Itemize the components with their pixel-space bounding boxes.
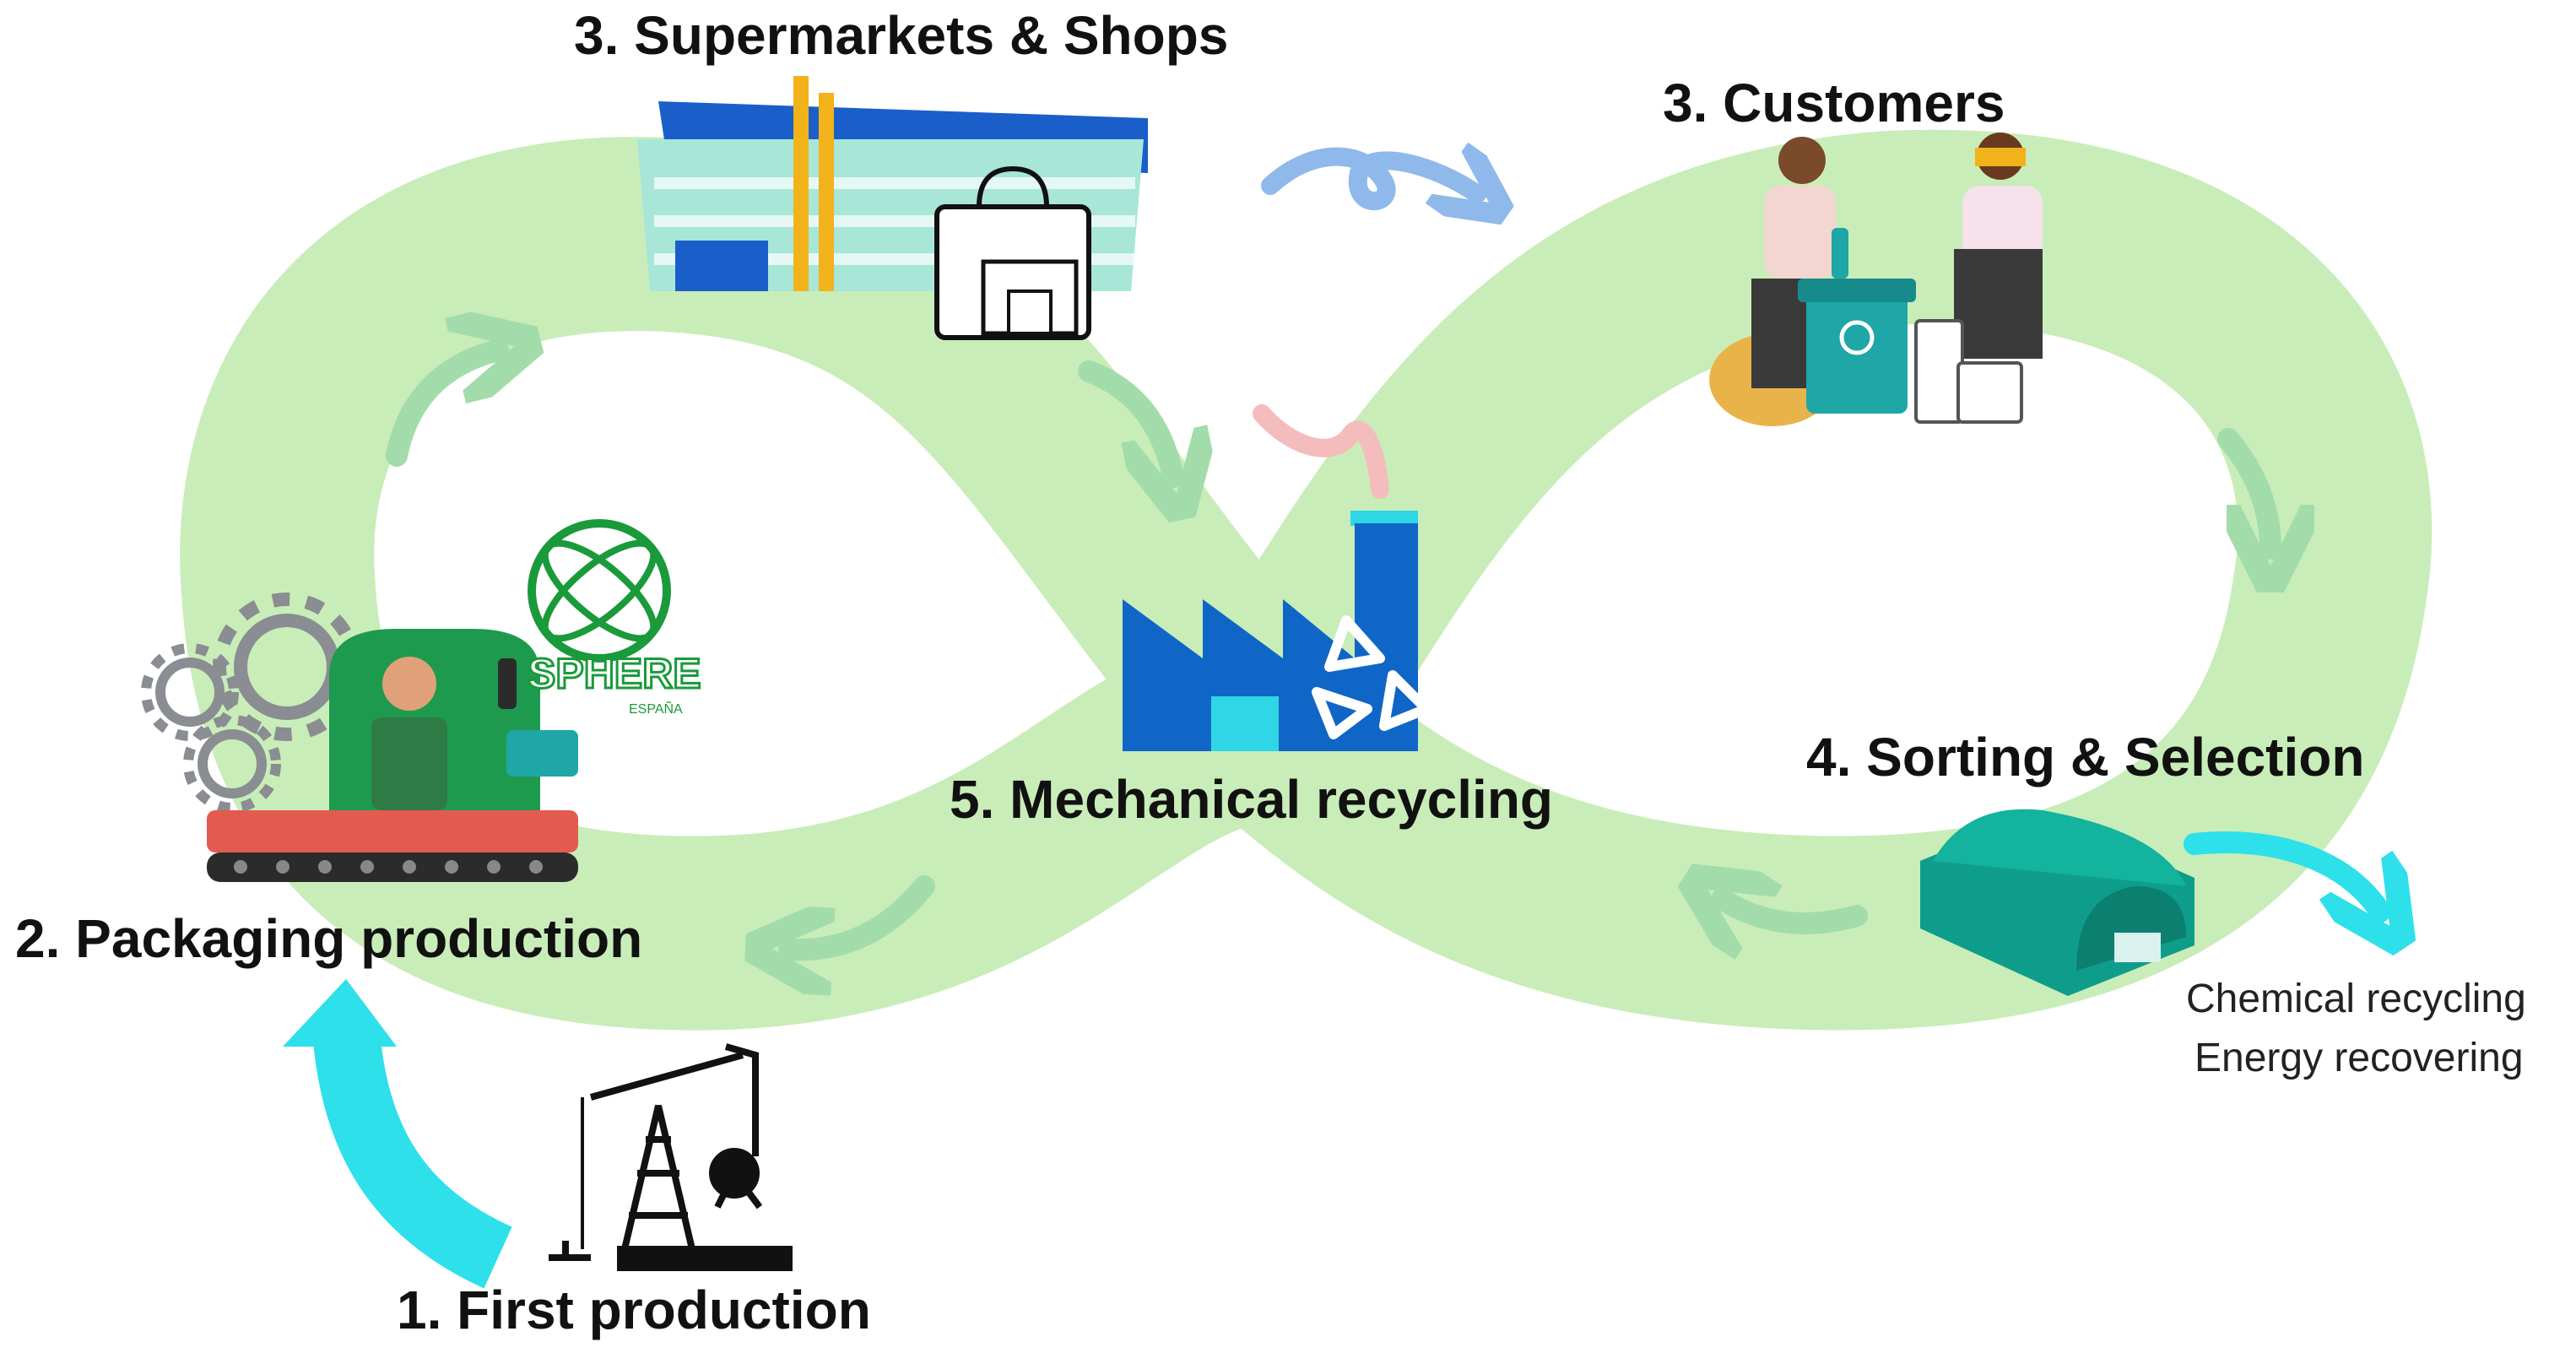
loop-arrow-up-left <box>386 350 498 467</box>
gear-icon <box>141 643 239 741</box>
oil-pump-icon <box>549 1043 793 1271</box>
gear-icon <box>183 715 281 813</box>
loop-arrow-down-right <box>2217 428 2270 549</box>
loop-arrow-left-left-lobe <box>789 875 935 950</box>
label-mechanical-recycling: 5. Mechanical recycling <box>950 769 1553 830</box>
sorting-facility-icon <box>1920 809 2194 996</box>
customers-to-recycling-arrow <box>1253 404 1389 499</box>
sphere-logo-text: SPHERE <box>528 650 701 697</box>
sphere-logo: SPHERE ESPAÑA <box>498 519 702 717</box>
shops-to-customers-arrow <box>1261 157 1477 202</box>
loop-arrow-down-shop <box>1078 360 1173 477</box>
packaging-worker-icon <box>207 629 578 882</box>
customers-icon <box>1709 133 2043 426</box>
label-sorting-selection: 4. Sorting & Selection <box>1806 727 2365 787</box>
sorting-output-arrow <box>2184 831 2380 912</box>
label-supermarkets-shops: 3. Supermarkets & Shops <box>574 5 1229 66</box>
label-customers: 3. Customers <box>1663 73 2005 133</box>
label-chemical-recycling: Chemical recycling <box>2186 977 2526 1021</box>
sphere-logo-subtext: ESPAÑA <box>629 700 683 717</box>
supermarket-icon <box>637 76 1148 340</box>
label-packaging-production: 2. Packaging production <box>15 908 643 969</box>
first-production-input-arrow <box>312 1026 512 1289</box>
first-production-arrowhead <box>283 979 397 1047</box>
recycling-factory-icon <box>1123 511 1431 751</box>
label-first-production: 1. First production <box>397 1280 871 1340</box>
label-energy-recovering: Energy recovering <box>2194 1036 2524 1080</box>
loop-arrow-left-right-lobe <box>1722 899 1868 923</box>
